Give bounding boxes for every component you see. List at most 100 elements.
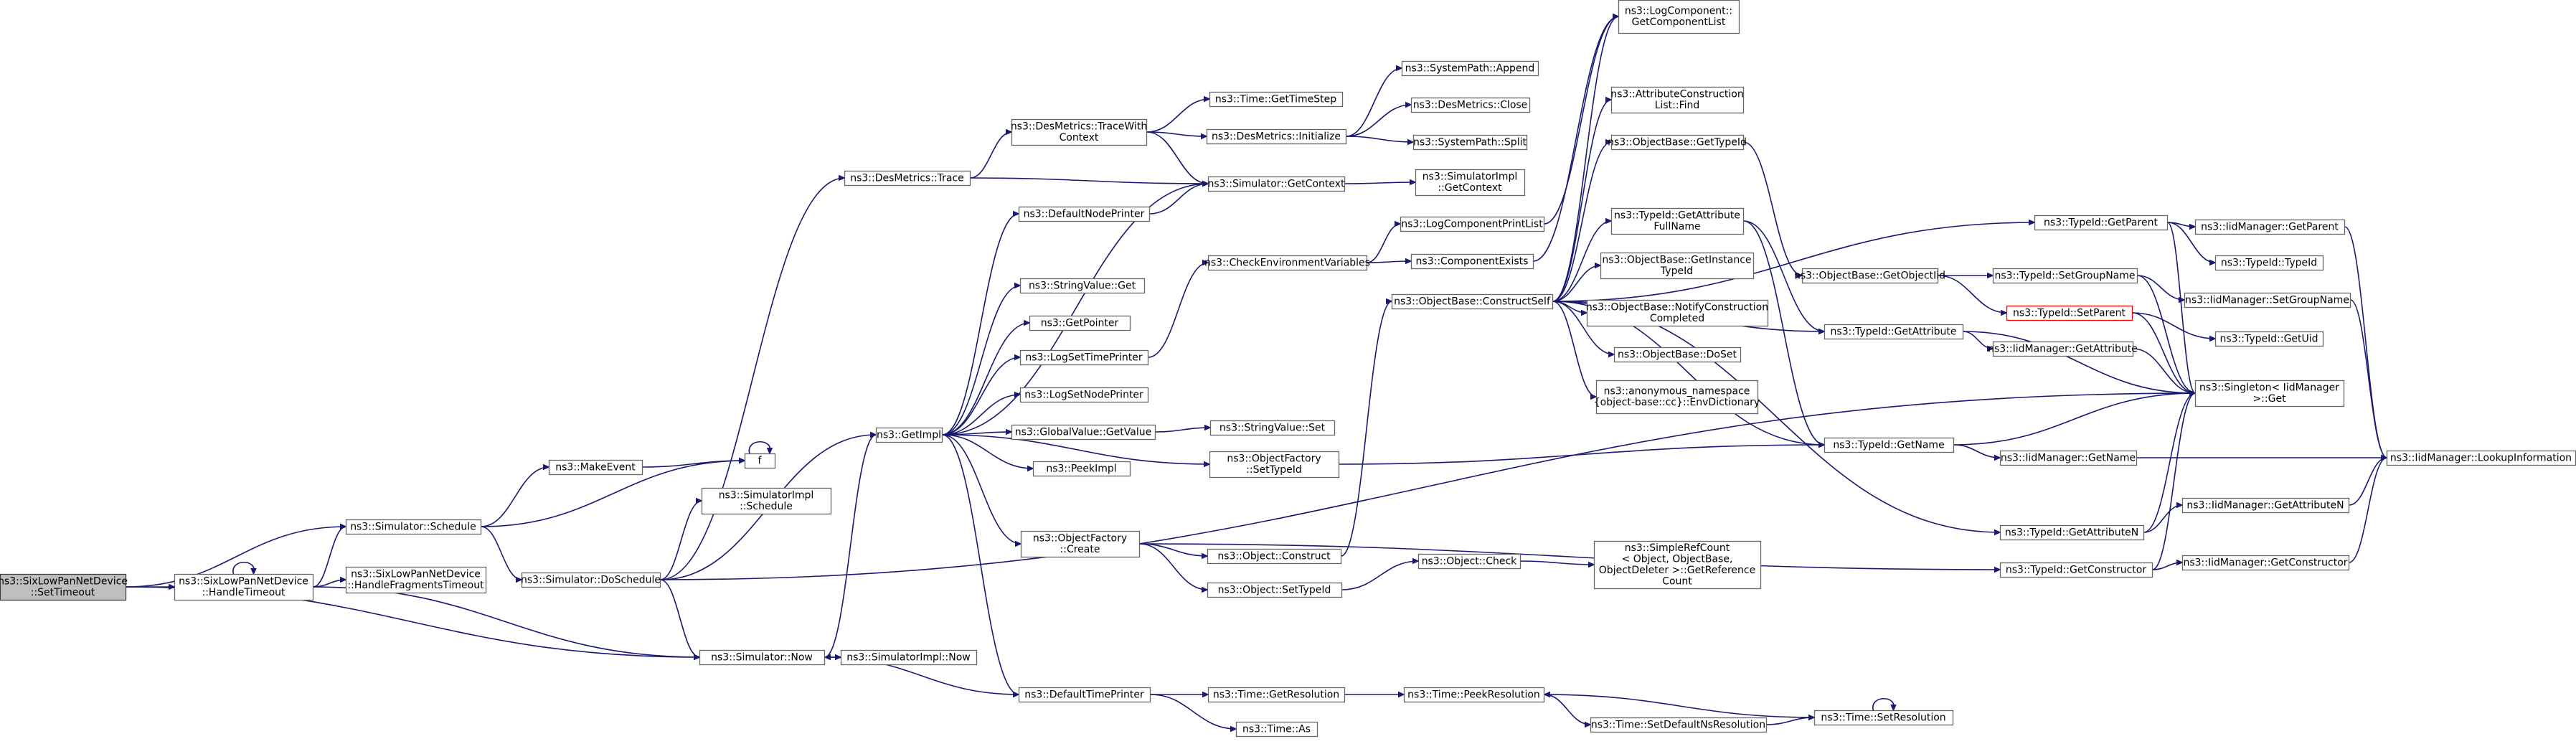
node-n37[interactable]: ns3::ObjectBase::ConstructSelf	[1391, 293, 1554, 310]
node-n23[interactable]: ns3::DefaultTimePrinter	[1018, 687, 1151, 703]
node-n2[interactable]: ns3::Simulator::Schedule	[345, 519, 482, 535]
node-box	[1207, 687, 1346, 703]
node-n27[interactable]: ns3::DesMetrics::Close	[1410, 97, 1531, 113]
edge-arrowhead	[1201, 133, 1208, 140]
node-n42[interactable]: ns3::Time::SetResolution	[1813, 710, 1954, 726]
node-n21[interactable]: ns3::ObjectFactory::SetTypeId	[1209, 451, 1340, 479]
edge-arrowhead	[1006, 428, 1013, 435]
node-n63[interactable]: ns3::TypeId::TypeId	[2214, 255, 2324, 271]
edge-arrowhead	[1994, 529, 2001, 536]
node-label: TypeId	[1660, 265, 1693, 277]
node-n61[interactable]: ns3::IidManager::GetName	[1999, 450, 2138, 466]
node-box	[1595, 380, 1759, 415]
edge-arrowhead	[250, 568, 257, 575]
edge-n8-n66	[660, 392, 2196, 580]
node-box	[1029, 315, 1131, 331]
node-n55[interactable]: ns3::TypeId::GetAttributeN	[1999, 524, 2145, 541]
node-n7[interactable]: ns3::SimulatorImpl::Schedule	[701, 487, 832, 515]
node-n48[interactable]: ns3::ObjectBase::NotifyConstructionCompl…	[1586, 299, 1769, 327]
node-n65[interactable]: ns3::TypeId::GetUid	[2214, 331, 2324, 347]
node-n3[interactable]: ns3::SixLowPanNetDevice::HandleFragments…	[345, 566, 487, 594]
node-n45[interactable]: ns3::ObjectBase::GetTypeId	[1608, 134, 1747, 151]
edge-n22-n56	[1139, 543, 2001, 570]
node-n54[interactable]: ns3::TypeId::GetName	[1824, 437, 1955, 453]
node-n19[interactable]: ns3::GlobalValue::GetValue	[1011, 424, 1156, 441]
node-n36[interactable]: ns3::Object::Check	[1417, 553, 1521, 570]
node-n4[interactable]: ns3::Simulator::Now	[699, 649, 826, 666]
node-n0[interactable]: ns3::SixLowPanNetDevice::SetTimeout	[0, 573, 128, 601]
node-n64[interactable]: ns3::IidManager::SetGroupName	[2184, 292, 2351, 309]
edge-n37-n44	[1552, 99, 1612, 302]
node-n17[interactable]: ns3::LogSetTimePrinter	[1019, 349, 1149, 366]
node-label: ns3::IidManager::LookupInformation	[2390, 452, 2572, 463]
node-n52[interactable]: ns3::ObjectBase::GetObjectIid	[1794, 268, 1945, 284]
edge-n10-n21	[942, 434, 1210, 465]
node-n11[interactable]: ns3::SimulatorImpl::Now	[840, 649, 978, 666]
node-n40[interactable]: ns3::Time::PeekResolution	[1403, 687, 1545, 703]
node-label: GetComponentList	[1632, 17, 1726, 28]
node-label: ns3::LogComponentPrintList	[1401, 218, 1543, 230]
node-n59[interactable]: ns3::TypeId::SetParent	[2006, 305, 2133, 321]
node-n26[interactable]: ns3::SystemPath::Append	[1401, 60, 1539, 77]
node-n38[interactable]: ns3::Time::GetResolution	[1207, 687, 1346, 703]
edge-n55-n66	[2143, 392, 2196, 533]
node-n35[interactable]: ns3::Object::SetTypeId	[1207, 582, 1343, 598]
node-n18[interactable]: ns3::LogSetNodePrinter	[1019, 387, 1149, 403]
node-n68[interactable]: ns3::IidManager::GetAttributeN	[2181, 497, 2350, 514]
node-n20[interactable]: ns3::PeekImpl	[1032, 461, 1131, 477]
node-n39[interactable]: ns3::Time::As	[1235, 721, 1318, 738]
node-n41[interactable]: ns3::Time::SetDefaultNsResolution	[1590, 717, 1768, 733]
node-n24[interactable]: ns3::Time::GetTimeStep	[1209, 91, 1344, 108]
node-n33[interactable]: ns3::StringValue::Set	[1209, 420, 1336, 436]
node-n69[interactable]: ns3::IidManager::GetConstructor	[2181, 555, 2350, 571]
node-n60[interactable]: ns3::IidManager::GetAttribute	[1988, 341, 2138, 357]
node-box	[1610, 134, 1745, 151]
node-n56[interactable]: ns3::TypeId::GetConstructor	[1999, 562, 2153, 578]
node-label: ns3::SimulatorImpl::Now	[846, 651, 971, 663]
node-n16[interactable]: ns3::GetPointer	[1029, 315, 1131, 331]
node-n1[interactable]: ns3::SixLowPanNetDevice::HandleTimeout	[174, 573, 314, 601]
node-n15[interactable]: ns3::StringValue::Get	[1019, 278, 1146, 294]
node-n13[interactable]: ns3::Simulator::GetContext	[1207, 176, 1346, 192]
node-n14[interactable]: ns3::DefaultNodePrinter	[1018, 206, 1151, 222]
node-n25[interactable]: ns3::DesMetrics::Initialize	[1206, 128, 1347, 145]
node-n10[interactable]: ns3::GetImpl	[875, 427, 943, 443]
edge-n40-n41	[1544, 694, 1591, 725]
node-n58[interactable]: ns3::TypeId::SetGroupName	[1992, 268, 2138, 284]
node-n30[interactable]: ns3::CheckEnvironmentVariables	[1204, 255, 1370, 271]
node-n29[interactable]: ns3::SimulatorImpl::GetContext	[1415, 169, 1526, 197]
node-n67[interactable]: ns3::IidManager::LookupInformation	[2386, 450, 2576, 466]
node-n34[interactable]: ns3::Object::Construct	[1207, 548, 1342, 565]
node-n31[interactable]: ns3::LogComponentPrintList	[1400, 216, 1545, 232]
edge-arrowhead	[1608, 351, 1615, 358]
node-n9[interactable]: ns3::DesMetrics::Trace	[844, 170, 971, 187]
node-label: ns3::SimulatorImpl	[1423, 171, 1518, 183]
node-n5[interactable]: ns3::MakeEvent	[548, 459, 643, 476]
node-box	[1207, 582, 1343, 598]
node-label: ns3::Simulator::Now	[711, 651, 813, 663]
node-n22[interactable]: ns3::ObjectFactory::Create	[1020, 530, 1141, 558]
edge-arrowhead	[1590, 393, 1598, 400]
node-n62[interactable]: ns3::IidManager::GetParent	[2194, 219, 2346, 235]
edge-n0-n2	[126, 526, 346, 588]
node-n66[interactable]: ns3::Singleton< IidManager >::Get	[2194, 380, 2345, 408]
edge-n12-n24	[1146, 98, 1210, 133]
node-n50[interactable]: ns3::anonymous_namespace{object-base::cc…	[1594, 380, 1760, 415]
node-n57[interactable]: ns3::TypeId::GetParent	[2034, 215, 2169, 231]
node-n28[interactable]: ns3::SystemPath::Split	[1412, 134, 1528, 151]
node-n6[interactable]: f	[744, 453, 776, 469]
node-box	[2184, 292, 2351, 309]
edge-arrowhead	[1613, 13, 1620, 20]
node-n43[interactable]: ns3::LogComponent::GetComponentList	[1618, 0, 1740, 34]
node-n8[interactable]: ns3::Simulator::DoSchedule	[521, 572, 661, 588]
node-n32[interactable]: ns3::ComponentExists	[1410, 253, 1534, 270]
call-edges	[126, 13, 2388, 733]
edge-arrowhead	[1994, 566, 2001, 573]
node-n51[interactable]: ns3::SimpleRefCount< Object, ObjectBase,…	[1593, 540, 1762, 590]
node-n53[interactable]: ns3::TypeId::GetAttribute	[1824, 324, 1964, 340]
node-n49[interactable]: ns3::ObjectBase::DoSet	[1613, 347, 1742, 363]
